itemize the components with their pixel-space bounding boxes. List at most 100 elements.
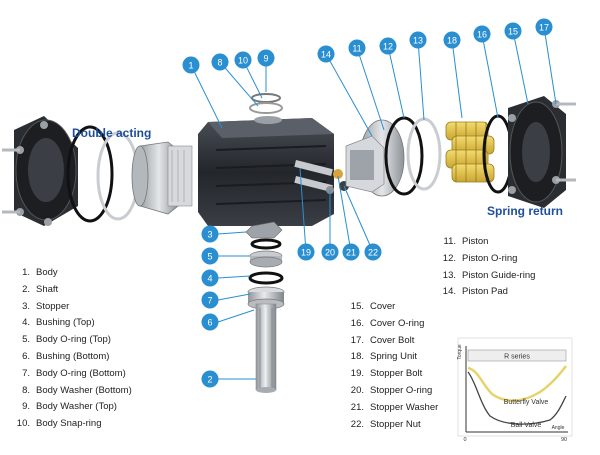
callout-16 xyxy=(473,25,491,43)
callout-21 xyxy=(342,243,360,261)
part-name: Stopper Washer xyxy=(370,401,439,413)
callout-4-text: 4 xyxy=(207,274,212,284)
part-number: 12. xyxy=(442,252,456,264)
part-name: Body Snap-ring xyxy=(36,418,102,430)
part-item: 3.Stopper xyxy=(16,299,132,316)
part-name: Body Washer (Top) xyxy=(36,401,117,413)
parts-list-15-22: 15. Cover 16. Cover O-ring 17. Cover Bolt 1… xyxy=(346,299,439,433)
callout-1-text: 1 xyxy=(188,61,193,71)
part-number: 15. xyxy=(350,301,364,312)
part-number: 21. xyxy=(350,401,364,413)
part-name: Body O-ring (Bottom) xyxy=(36,367,126,379)
left-piston xyxy=(131,141,193,215)
part-number: 16. xyxy=(350,317,364,329)
inset-series-band xyxy=(467,349,567,362)
part-item: 17. Cover Bolt xyxy=(346,333,438,350)
callout-15 xyxy=(504,22,522,40)
part-name: Spring Unit xyxy=(370,351,417,363)
callout-3 xyxy=(201,225,219,243)
part-name: Cover O-ring xyxy=(370,317,425,329)
part-number: 17. xyxy=(350,334,364,346)
part-name: Body Washer (Bottom) xyxy=(36,384,132,396)
part-number: 20. xyxy=(350,384,364,396)
callout-8-text: 8 xyxy=(217,58,222,68)
callout-18 xyxy=(443,31,461,49)
inset-x-start: 0 xyxy=(463,437,466,443)
part-number: 8. xyxy=(22,384,30,396)
part-number: 9. xyxy=(22,401,30,413)
part-item: 8. Body Washer (Bottom) xyxy=(16,383,132,400)
inset-curve-ball xyxy=(467,371,567,425)
callout-10 xyxy=(234,51,252,69)
right-piston xyxy=(345,119,405,197)
callout-6-text: 6 xyxy=(207,318,212,328)
callout-19 xyxy=(297,243,315,261)
callout-19-text: 19 xyxy=(301,248,311,258)
part-item: 7. Body O-ring (Bottom) xyxy=(16,366,132,383)
body-washer-top xyxy=(251,93,281,103)
part-item: 14. Piston Pad xyxy=(438,284,535,301)
callout-9-text: 9 xyxy=(263,54,268,64)
part-number: 19. xyxy=(350,368,364,380)
part-name: Piston xyxy=(462,236,489,247)
part-name: Piston Pad xyxy=(462,286,508,298)
body-washer-bottom xyxy=(249,102,283,114)
part-name: Bushing (Bottom) xyxy=(36,350,110,362)
heading-spring-return: Spring return xyxy=(487,204,564,218)
callout-18-text: 18 xyxy=(447,36,457,46)
part-name: Stopper O-ring xyxy=(370,384,433,396)
torque-inset-chart: R series Torque Angle 0 90 Butterfly Val… xyxy=(457,337,573,443)
part-item: 6. Bushing (Bottom) xyxy=(16,349,132,366)
callout-4 xyxy=(201,269,219,287)
part-number: 3. xyxy=(22,300,30,312)
shaft xyxy=(247,286,285,393)
part-number: 4. xyxy=(22,317,30,329)
callout-13-text: 13 xyxy=(413,36,423,46)
part-number: 5. xyxy=(22,334,30,346)
piston-guide-ring xyxy=(406,117,442,191)
part-name: Shaft xyxy=(36,283,59,295)
callout-22 xyxy=(364,243,382,261)
callout-7 xyxy=(201,291,219,309)
callout-1 xyxy=(182,56,200,74)
part-name: Stopper Nut xyxy=(370,418,421,430)
callout-10-text: 10 xyxy=(238,56,248,66)
part-name: Cover xyxy=(370,301,396,312)
part-name: Cover Bolt xyxy=(370,334,415,346)
part-name: Body O-ring (Top) xyxy=(36,334,111,346)
callout-12 xyxy=(379,37,397,55)
part-number: 10. xyxy=(16,418,30,430)
right-end-cover xyxy=(508,96,576,208)
part-item: 19.Stopper Bolt xyxy=(346,366,438,383)
callout-14 xyxy=(317,45,335,63)
part-number: 2. xyxy=(22,283,30,295)
callout-7-text: 7 xyxy=(207,296,212,306)
inset-y-label: Torque xyxy=(457,344,463,360)
part-number: 7. xyxy=(22,367,30,379)
part-item: 1.Body xyxy=(16,265,132,282)
part-item: 13.Piston Guide-ring xyxy=(438,268,536,285)
part-item: 20. Stopper O-ring xyxy=(346,383,438,400)
part-name: Bushing (Top) xyxy=(36,317,95,329)
part-number: 1. xyxy=(22,267,30,278)
callout-9 xyxy=(257,49,275,67)
body-oring-bottom xyxy=(248,271,284,285)
callout-2 xyxy=(201,370,219,388)
part-item: 21. Stopper Washer xyxy=(346,400,439,417)
callout-11 xyxy=(348,39,366,57)
callout-5-text: 5 xyxy=(207,252,212,262)
callout-21-text: 21 xyxy=(346,248,356,258)
part-item: 15. Cover xyxy=(346,299,438,316)
part-item: 18.Spring Unit xyxy=(346,349,438,366)
part-item: 9. Body Washer (Top) xyxy=(16,399,132,416)
callout-12-text: 12 xyxy=(383,42,393,52)
part-number: 6. xyxy=(22,350,30,362)
part-number: 22. xyxy=(350,418,364,430)
left-cover-oring xyxy=(66,125,114,223)
bushing-top xyxy=(249,250,283,268)
callout-5 xyxy=(201,247,219,265)
part-number: 14. xyxy=(442,286,456,298)
callout-20 xyxy=(321,243,339,261)
